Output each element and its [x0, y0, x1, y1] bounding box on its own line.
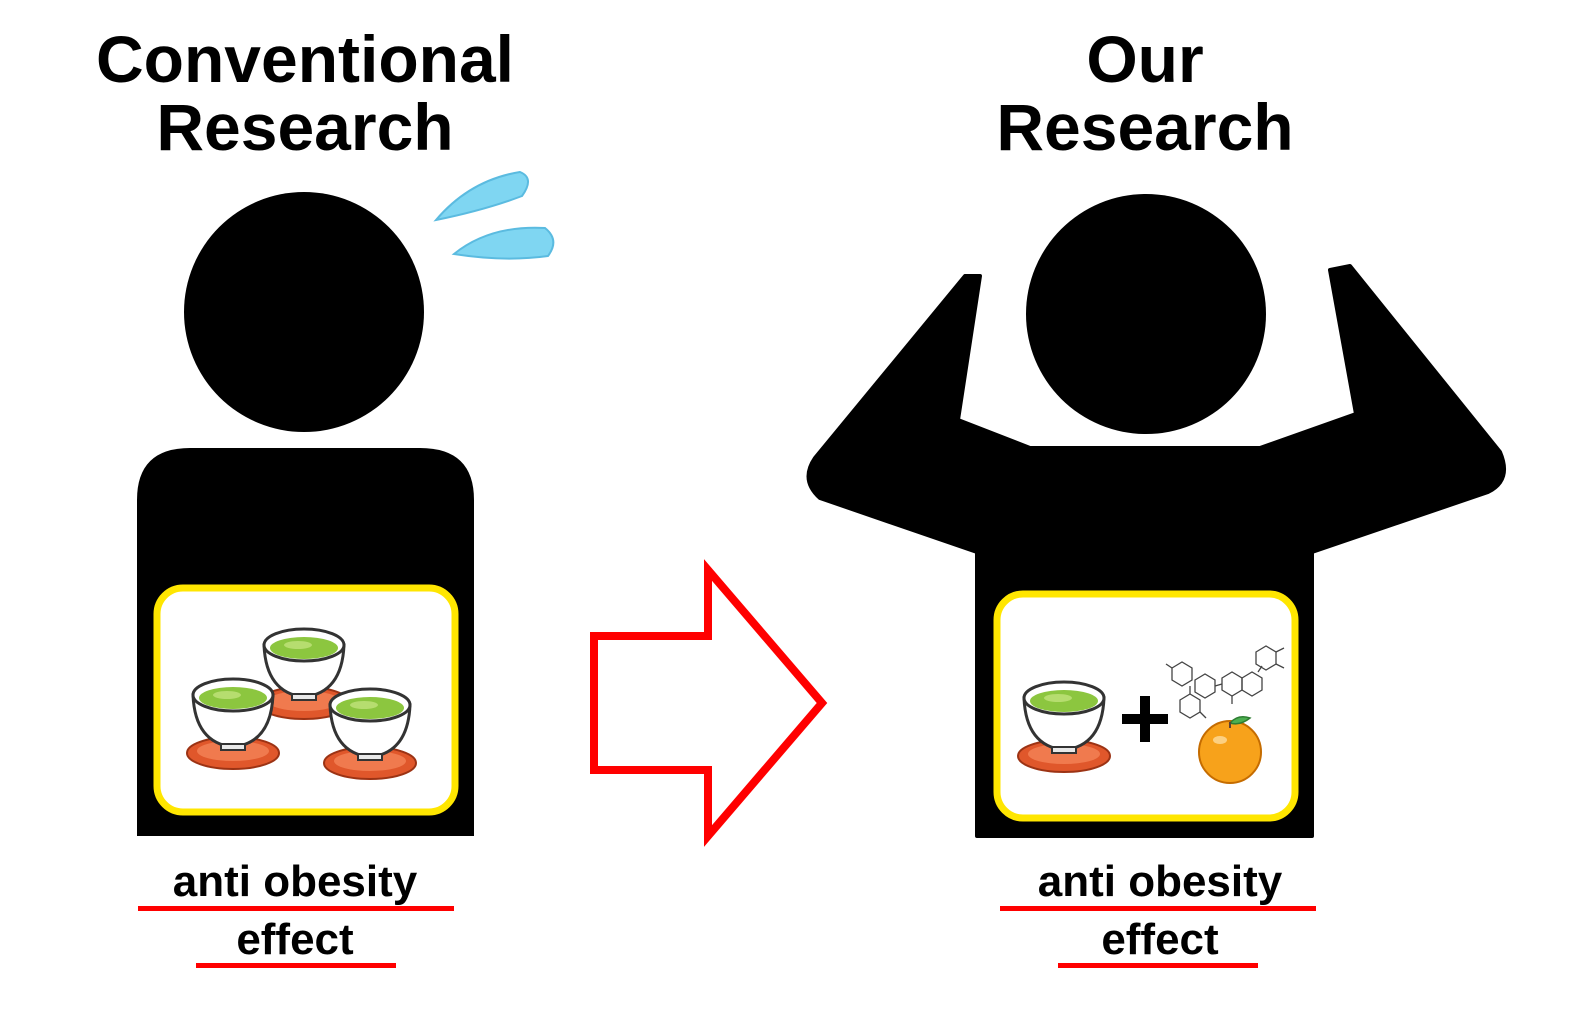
- right-caption-line2: effect: [1101, 915, 1219, 964]
- right-caption: anti obesity effect: [995, 853, 1325, 969]
- molecule-icon: [1165, 645, 1285, 719]
- left-caption: anti obesity effect: [130, 853, 460, 969]
- plus-icon: [1122, 696, 1168, 742]
- right-caption-line1: anti obesity: [1037, 857, 1283, 906]
- left-caption-line2: effect: [236, 915, 354, 964]
- left-title-line1: Conventional: [95, 22, 514, 96]
- left-caption-underline-1: [138, 906, 454, 911]
- right-person-arms: [806, 264, 1506, 838]
- right-caption-underline-2: [1058, 963, 1258, 968]
- right-title: Our Research: [895, 25, 1395, 161]
- sweat-drops-icon: [433, 170, 555, 260]
- tea-cup-icon: [1016, 680, 1112, 774]
- left-title: Conventional Research: [55, 25, 555, 161]
- right-caption-underline-1: [1000, 906, 1316, 911]
- right-person: [806, 194, 1506, 838]
- right-title-line1: Our: [1086, 22, 1204, 96]
- arrow-right-icon: [590, 559, 828, 847]
- orange-fruit-icon: [1198, 716, 1262, 784]
- right-title-line2: Research: [996, 90, 1294, 164]
- left-caption-line1: anti obesity: [172, 857, 418, 906]
- left-title-line2: Research: [156, 90, 454, 164]
- left-caption-underline-2: [196, 963, 396, 968]
- left-person-head: [184, 192, 424, 432]
- right-person-head: [1026, 194, 1266, 434]
